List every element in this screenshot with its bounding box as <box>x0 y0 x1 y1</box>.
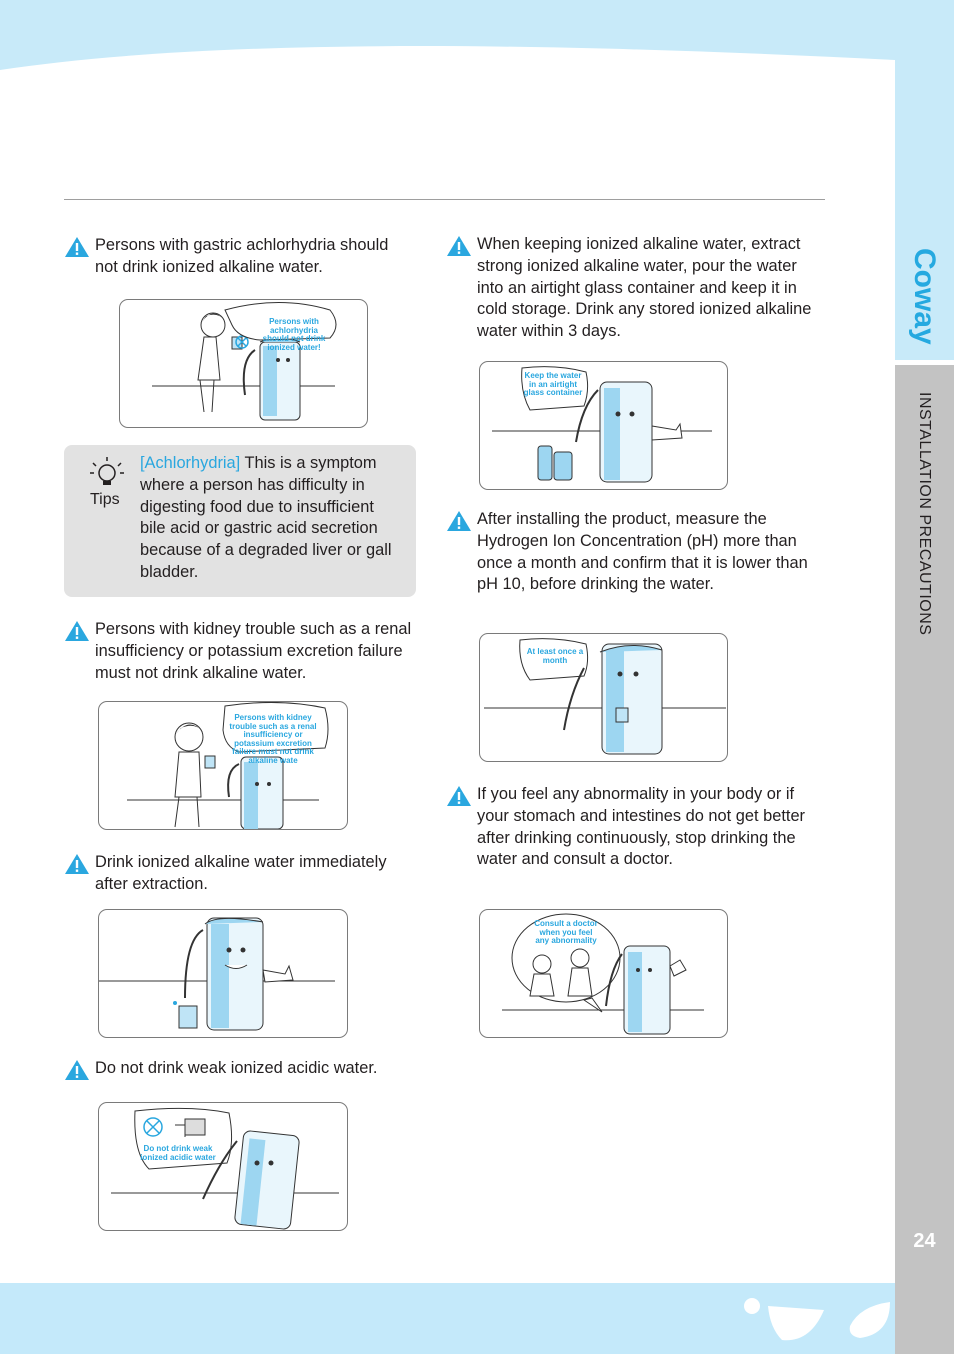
warning-text: Persons with kidney trouble such as a re… <box>95 620 412 682</box>
warning-storage: When keeping ionized alkaline water, ext… <box>446 234 816 343</box>
warning-text: Do not drink weak ionized acidic water. <box>95 1059 378 1077</box>
warning-text: Drink ionized alkaline water immediately… <box>95 853 387 893</box>
illustration-drawing <box>111 1107 339 1230</box>
brand-panel <box>895 80 954 360</box>
speech-bubble-text: Consult a doctor when you feel any abnor… <box>534 919 598 945</box>
illustration-ph: At least once a month <box>479 633 728 762</box>
lightbulb-icon <box>90 457 124 485</box>
top-wave <box>0 46 895 100</box>
speech-bubble-text: Persons with kidney trouble such as a re… <box>229 713 317 765</box>
speech-bubble-text: Persons with achlorhydria should not dri… <box>262 317 326 352</box>
warning-abnormality: If you feel any abnormality in your body… <box>446 784 816 871</box>
illustration-abnormality: Consult a doctor when you feel any abnor… <box>479 909 728 1038</box>
warning-achlorhydria: Persons with gastric achlorhydria should… <box>64 235 414 279</box>
illustration-drawing <box>484 638 726 755</box>
warning-icon <box>64 853 90 875</box>
tips-text: [Achlorhydria] This is a symptom where a… <box>140 453 402 584</box>
warning-icon <box>446 235 472 257</box>
warning-icon <box>446 785 472 807</box>
warning-icon <box>64 620 90 642</box>
speech-bubble-text: Keep the water in an airtight glass cont… <box>523 371 583 397</box>
illustration-drawing <box>152 302 337 421</box>
section-tab <box>895 365 954 1354</box>
illustration-storage: Keep the water in an airtight glass cont… <box>479 361 728 490</box>
illustration-drawing <box>492 366 712 483</box>
warning-text: When keeping ionized alkaline water, ext… <box>477 235 812 341</box>
warning-kidney: Persons with kidney trouble such as a re… <box>64 619 414 684</box>
illustration-immediate <box>98 909 348 1038</box>
tips-box: Tips [Achlorhydria] This is a symptom wh… <box>64 445 416 597</box>
illustration-kidney: Persons with kidney trouble such as a re… <box>98 701 348 830</box>
warning-acidic: Do not drink weak ionized acidic water. <box>64 1058 414 1081</box>
page-number: 24 <box>913 1230 936 1252</box>
water-drop-decoration <box>744 1298 890 1341</box>
warning-text: If you feel any abnormality in your body… <box>477 785 806 869</box>
section-title: INSTALLATION PRECAUTIONS <box>916 392 933 636</box>
illustration-drawing <box>127 702 329 829</box>
tips-definition: This is a symptom where a person has dif… <box>140 454 392 581</box>
warning-immediate: Drink ionized alkaline water immediately… <box>64 852 414 896</box>
speech-bubble-text: Do not drink weak ionized acidic water <box>140 1144 216 1162</box>
warning-ph: After installing the product, measure th… <box>446 509 816 596</box>
illustration-achlorhydria: Persons with achlorhydria should not dri… <box>119 299 368 428</box>
warning-icon <box>446 510 472 532</box>
tips-label: Tips <box>90 491 120 508</box>
warning-icon <box>64 236 90 258</box>
speech-bubble-text: At least once a month <box>526 647 584 665</box>
illustration-drawing <box>99 917 335 1031</box>
brand-logo: Coway <box>908 248 941 345</box>
header-rule <box>64 199 825 200</box>
warning-text: Persons with gastric achlorhydria should… <box>95 236 389 276</box>
illustration-drawing <box>502 913 704 1035</box>
warning-icon <box>64 1059 90 1081</box>
tips-term: [Achlorhydria] <box>140 454 241 472</box>
illustration-acidic: Do not drink weak ionized acidic water <box>98 1102 348 1231</box>
warning-text: After installing the product, measure th… <box>477 510 808 594</box>
